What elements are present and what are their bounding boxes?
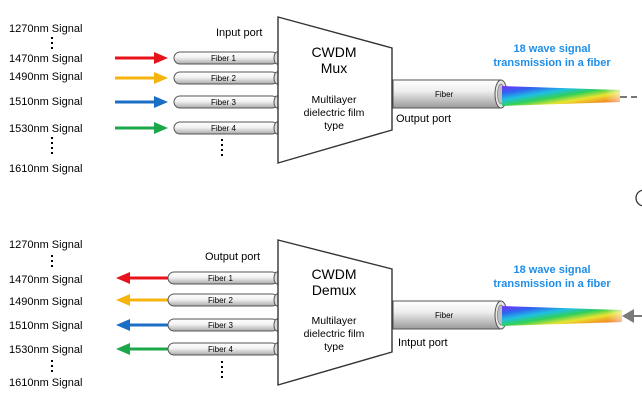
- demux-fiber-1: Fiber 1: [167, 271, 281, 285]
- mux-arrow-green: [115, 122, 168, 134]
- mux-trunk-label: Fiber: [435, 90, 454, 99]
- demux-incoming-arrow: [622, 309, 642, 323]
- demux-box-desc-1: Multilayer: [312, 315, 357, 327]
- demux-section: 1270nm Signal 1470nm Signal 1490nm Signa…: [9, 239, 642, 389]
- mux-box-desc-1: Multilayer: [312, 94, 357, 106]
- demux-signal-1610: 1610nm Signal: [9, 377, 82, 389]
- mux-fiber-4-label: Fiber 4: [211, 124, 236, 133]
- mux-fiber-4: Fiber 4: [173, 121, 281, 135]
- mux-box: [277, 16, 393, 164]
- demux-arrow-green: [116, 343, 168, 355]
- mux-signal-1470: 1470nm Signal: [9, 53, 82, 65]
- mux-arrow-yellow: [115, 72, 168, 84]
- demux-fiber-3-label: Fiber 3: [208, 321, 233, 330]
- mux-signal-1270: 1270nm Signal: [9, 23, 82, 35]
- mux-fiber-2-label: Fiber 2: [211, 74, 236, 83]
- mux-signal-1510: 1510nm Signal: [9, 96, 82, 108]
- demux-box-subtitle: Demux: [312, 282, 356, 298]
- demux-trunk-fiber: Fiber: [392, 300, 508, 330]
- demux-box-title: CWDM: [311, 266, 356, 282]
- demux-fiber-3: Fiber 3: [167, 318, 281, 332]
- demux-fiber-4: Fiber 4: [167, 342, 281, 356]
- demux-wave-label-1: 18 wave signal: [513, 264, 590, 276]
- mux-box-desc-2: dielectric film: [304, 107, 365, 119]
- demux-arrow-red: [116, 272, 168, 284]
- demux-fiber-1-label: Fiber 1: [208, 274, 233, 283]
- demux-signal-1470: 1470nm Signal: [9, 274, 82, 286]
- demux-fiber-2: Fiber 2: [167, 293, 281, 307]
- mux-arrow-blue: [115, 96, 168, 108]
- mux-fiber-1: Fiber 1: [173, 51, 281, 65]
- mux-wave-label-1: 18 wave signal: [513, 43, 590, 55]
- mux-box-subtitle: Mux: [321, 60, 347, 76]
- mux-output-port-label: Output port: [396, 113, 451, 125]
- mux-input-port-label: Input port: [216, 27, 262, 39]
- mux-section: 1270nm Signal 1470nm Signal 1490nm Signa…: [9, 16, 637, 175]
- demux-signal-1490: 1490nm Signal: [9, 296, 82, 308]
- mux-fiber-3: Fiber 3: [173, 95, 281, 109]
- mux-signal-1530: 1530nm Signal: [9, 123, 82, 135]
- demux-wave-label-2: transmission in a fiber: [493, 278, 611, 290]
- mux-arrow-red: [115, 52, 168, 64]
- demux-fiber-2-label: Fiber 2: [208, 296, 233, 305]
- mux-signal-1490: 1490nm Signal: [9, 71, 82, 83]
- mux-signal-1610: 1610nm Signal: [9, 163, 82, 175]
- mux-box-title: CWDM: [311, 44, 356, 60]
- demux-box-desc-2: dielectric film: [304, 328, 365, 340]
- mux-fiber-2: Fiber 2: [173, 71, 281, 85]
- demux-trunk-label: Fiber: [435, 311, 454, 320]
- demux-signal-1510: 1510nm Signal: [9, 320, 82, 332]
- demux-fiber-ellipsis: [221, 361, 223, 378]
- demux-signal-1270: 1270nm Signal: [9, 239, 82, 251]
- mux-fiber-ellipsis: [221, 139, 223, 156]
- mux-fiber-3-label: Fiber 3: [211, 98, 236, 107]
- demux-fiber-4-label: Fiber 4: [208, 345, 233, 354]
- demux-input-port-label: Intput port: [398, 337, 448, 349]
- mux-box-desc-3: type: [324, 120, 344, 132]
- demux-box: [277, 239, 393, 386]
- demux-arrow-yellow: [116, 294, 168, 306]
- mux-fiber-1-label: Fiber 1: [211, 54, 236, 63]
- demux-arrow-blue: [116, 319, 168, 331]
- mux-trunk-fiber: Fiber: [392, 79, 508, 109]
- mux-wave-label-2: transmission in a fiber: [493, 57, 611, 69]
- demux-output-port-label: Output port: [205, 251, 260, 263]
- demux-signal-ellipsis: [51, 255, 53, 372]
- demux-signal-1530: 1530nm Signal: [9, 344, 82, 356]
- mux-signal-ellipsis: [51, 37, 53, 154]
- edge-circle-fragment: [635, 189, 642, 207]
- demux-box-desc-3: type: [324, 341, 344, 353]
